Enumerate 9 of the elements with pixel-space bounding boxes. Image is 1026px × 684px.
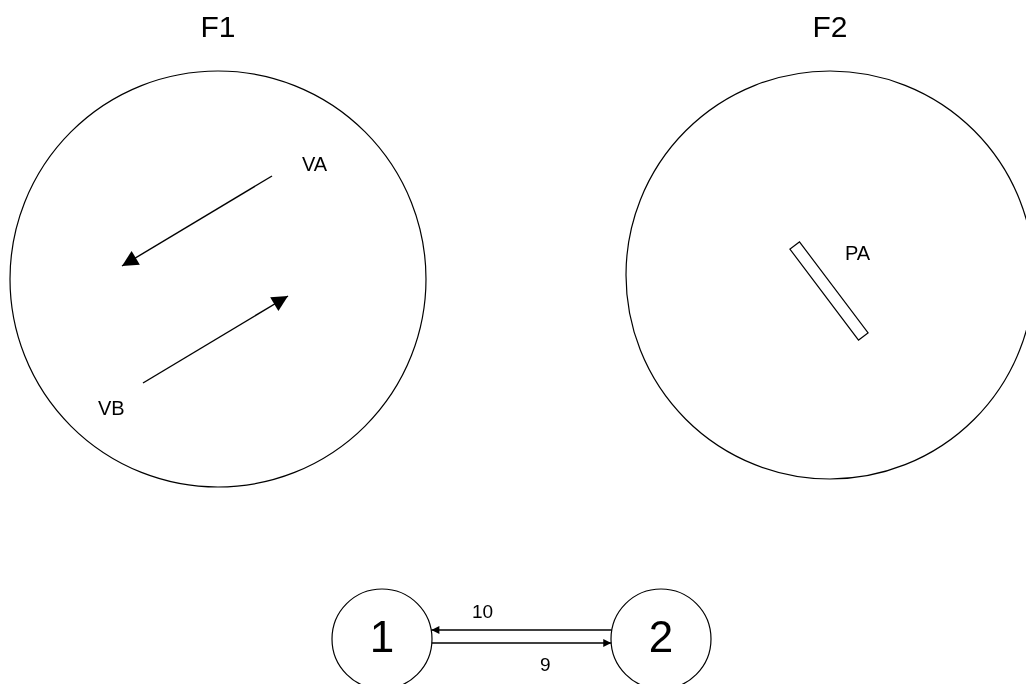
node-number: 2 [648,611,674,663]
vector-label: VA [302,153,328,175]
circle-title: F2 [812,10,848,45]
node-number: 1 [369,611,395,663]
circle-title: F1 [200,10,236,45]
arrow [430,626,613,634]
vector-label: VB [98,397,125,419]
vector-label: PA [845,242,871,264]
arrow [430,639,613,647]
